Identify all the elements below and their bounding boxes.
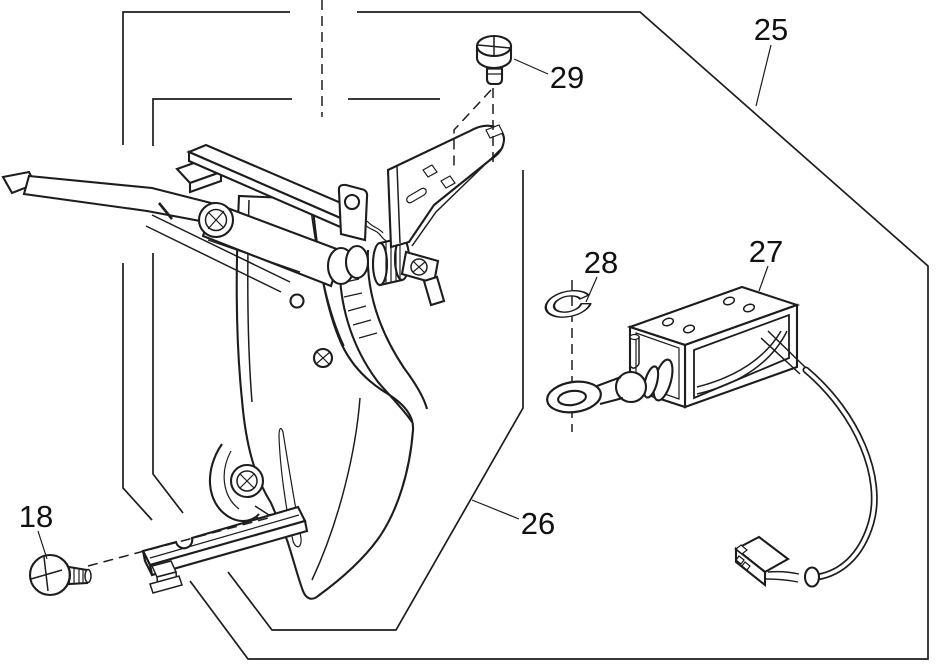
- part-label-25: 25: [754, 12, 788, 47]
- e-ring-28: [544, 289, 592, 318]
- coil-window: [693, 313, 790, 400]
- bracket-slot: [406, 187, 427, 204]
- eyelet-slot: [557, 389, 587, 407]
- bottom-rail: [141, 505, 309, 594]
- tab-bracket: [337, 183, 369, 242]
- leader-line-28: [585, 276, 598, 303]
- solenoid-leads: [760, 330, 807, 375]
- outer-boundary-outline-25: [122, 11, 929, 660]
- solenoid-cable: [734, 366, 878, 588]
- solenoid-pin: [629, 333, 640, 369]
- bend-tick: [157, 202, 174, 220]
- lever-screw-cross: [207, 210, 225, 230]
- callouts: 18 25 26 27 28 29: [19, 12, 788, 560]
- plate-screw-lower: [312, 347, 334, 369]
- screw-18: [28, 553, 92, 597]
- part-label-29: 29: [550, 60, 584, 95]
- swing-bracket: [386, 124, 506, 249]
- presser-plate-assembly: [209, 194, 429, 600]
- bracket-hole-b: [422, 164, 438, 178]
- plate-hole: [289, 293, 305, 309]
- bracket-hole-c: [440, 175, 456, 189]
- screw-29-cross: [477, 37, 511, 55]
- leader-line-18: [37, 530, 48, 560]
- leader-line-29: [513, 58, 549, 75]
- part-label-28: 28: [584, 245, 618, 280]
- release-lever: [1, 170, 370, 293]
- screw-18-cross: [30, 556, 63, 592]
- tab-hole: [343, 193, 361, 211]
- gear-cluster: [371, 236, 446, 307]
- cable-ferrule: [803, 566, 821, 588]
- bracket-hole-a: [485, 124, 504, 139]
- screw-29-axis-branch-dashed-line: [453, 89, 492, 170]
- part-label-27: 27: [749, 234, 783, 269]
- plunger-link: [546, 358, 674, 414]
- cable-connector: [734, 535, 790, 588]
- leader-line-27: [758, 265, 769, 292]
- mounting-bar: [175, 143, 395, 249]
- solenoid-27: [546, 285, 807, 414]
- inner-boundary-outline-26: [152, 98, 524, 631]
- leader-line-25: [755, 44, 772, 107]
- leader-line-26: [471, 499, 520, 520]
- screw-29: [475, 34, 513, 86]
- part-label-26: 26: [521, 506, 555, 541]
- part-label-18: 18: [19, 499, 53, 534]
